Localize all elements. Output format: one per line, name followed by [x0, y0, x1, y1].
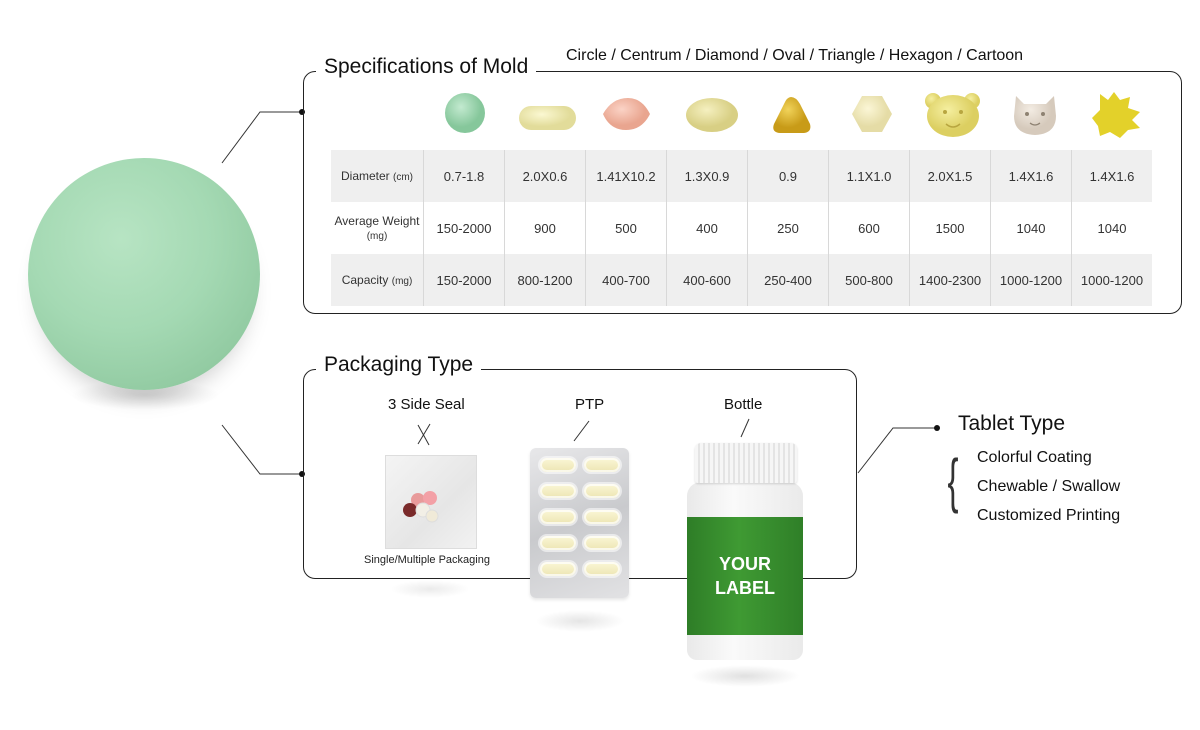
table-cell: 150-2000: [423, 202, 505, 254]
table-cell: 2.0X1.5: [909, 150, 991, 202]
table-cell: 1.1X1.0: [828, 150, 910, 202]
table-cell: 0.7-1.8: [423, 150, 505, 202]
table-cell: 400-700: [585, 254, 667, 306]
ptp-blister-image: [530, 448, 629, 598]
ptp-label: PTP: [575, 396, 605, 413]
table-row: Capacity (mg) 150-2000 800-1200 400-700 …: [331, 254, 1152, 306]
table-cell: 0.9: [747, 150, 829, 202]
table-cell: 500: [585, 202, 667, 254]
table-cell: 2.0X0.6: [504, 150, 586, 202]
table-cell: 1.3X0.9: [666, 150, 748, 202]
ptp-shadow: [535, 610, 625, 632]
table-cell: 150-2000: [423, 254, 505, 306]
row-label: Capacity (mg): [331, 254, 424, 306]
tablet-type-item: Customized Printing: [977, 507, 1121, 524]
table-cell: 1500: [909, 202, 991, 254]
spec-title: Specifications of Mold: [316, 55, 537, 79]
row-label: Average Weight(mg): [334, 214, 420, 242]
green-tablet-image: [28, 158, 260, 390]
seal-label: 3 Side Seal: [388, 396, 465, 413]
row-label: Diameter (cm): [331, 150, 424, 202]
bottle-green-label: YOUR LABEL: [687, 517, 803, 635]
table-cell: 1000-1200: [990, 254, 1072, 306]
tablet-type-title: Tablet Type: [958, 412, 1066, 435]
packaging-title: Packaging Type: [316, 353, 482, 377]
table-cell: 800-1200: [504, 254, 586, 306]
table-cell: 1040: [990, 202, 1072, 254]
table-cell: 1.4X1.6: [1071, 150, 1152, 202]
bottle-label-line-1: YOUR: [718, 554, 771, 574]
bottle-label-line-2: LABEL: [715, 578, 775, 598]
seal-shadow: [390, 580, 470, 598]
table-cell: 400-600: [666, 254, 748, 306]
tablet-type-item: Chewable / Swallow: [977, 478, 1121, 495]
tablet-type-item: Colorful Coating: [977, 449, 1092, 466]
specifications-panel: [303, 71, 1182, 314]
bottle-cap: [695, 443, 797, 483]
table-cell: 500-800: [828, 254, 910, 306]
table-cell: 400: [666, 202, 748, 254]
bottle-shadow: [690, 665, 800, 687]
spec-table: Diameter (cm) 0.7-1.8 2.0X0.6 1.41X10.2 …: [331, 150, 1152, 306]
table-row: Average Weight(mg) 150-2000 900 500 400 …: [331, 202, 1152, 254]
table-cell: 1.4X1.6: [990, 150, 1072, 202]
table-cell: 600: [828, 202, 910, 254]
brace-icon: {: [947, 447, 959, 514]
seal-subtitle: Single/Multiple Packaging: [364, 554, 490, 566]
table-cell: 1.41X10.2: [585, 150, 667, 202]
table-row: Diameter (cm) 0.7-1.8 2.0X0.6 1.41X10.2 …: [331, 150, 1152, 202]
bottle-label-text: Bottle: [724, 396, 763, 413]
table-cell: 250: [747, 202, 829, 254]
table-cell: 1400-2300: [909, 254, 991, 306]
table-cell: 1000-1200: [1071, 254, 1152, 306]
spec-shapes-list: Circle / Centrum / Diamond / Oval / Tria…: [566, 47, 1028, 65]
table-cell: 900: [504, 202, 586, 254]
table-cell: 250-400: [747, 254, 829, 306]
table-cell: 1040: [1071, 202, 1152, 254]
seal-pack-image: [385, 455, 477, 549]
